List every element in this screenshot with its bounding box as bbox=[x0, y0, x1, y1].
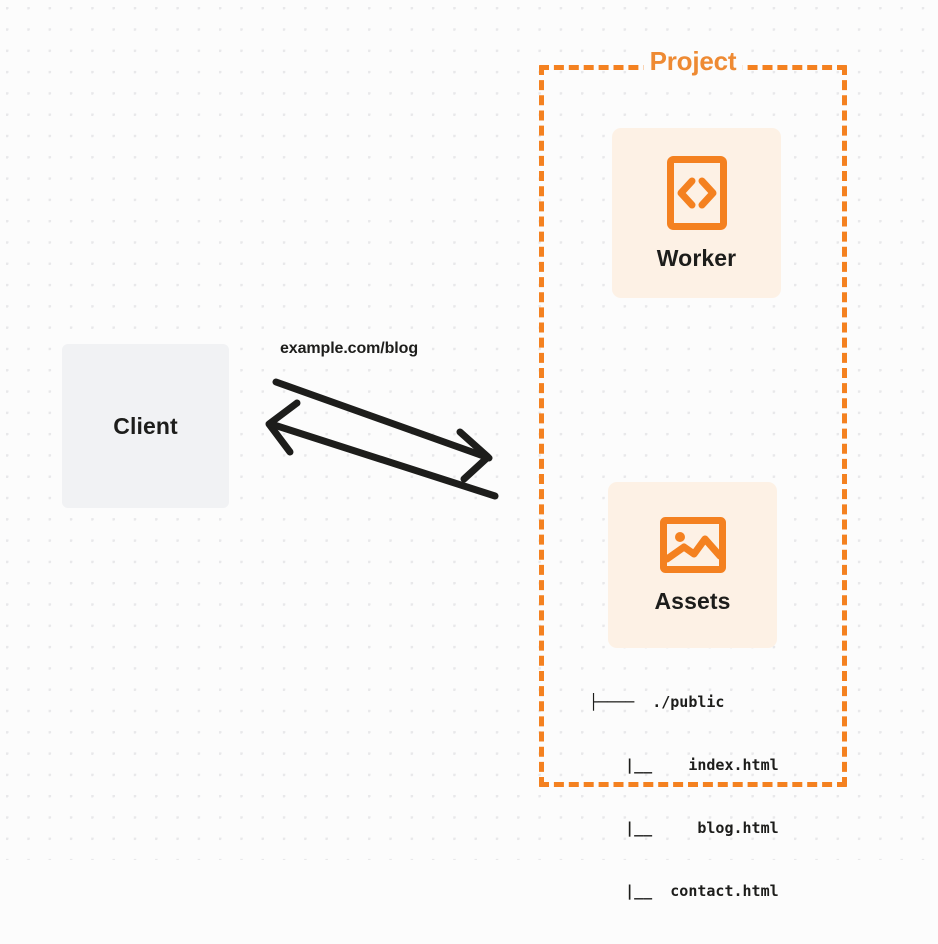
file-tree-line: ├──── ./public bbox=[589, 693, 725, 711]
arrow-request bbox=[267, 420, 499, 500]
arrow-response bbox=[265, 378, 493, 462]
node-client[interactable]: Client bbox=[62, 344, 229, 508]
node-worker-label: Worker bbox=[656, 244, 737, 271]
image-icon bbox=[659, 516, 726, 573]
file-tree-line: |__ contact.html bbox=[589, 882, 779, 900]
group-project: Project bbox=[539, 46, 847, 787]
assets-file-tree: ├──── ./public |__ index.html |__ blog.h… bbox=[589, 650, 779, 944]
diagram-canvas: Client example.com/blog Project Worker bbox=[0, 0, 938, 900]
file-tree-line: |__ blog.html bbox=[589, 819, 779, 837]
node-assets[interactable]: Assets bbox=[608, 482, 777, 648]
node-worker[interactable]: Worker bbox=[612, 128, 781, 298]
file-tree-line: |__ index.html bbox=[589, 756, 779, 774]
group-project-title: Project bbox=[643, 46, 743, 77]
node-assets-label: Assets bbox=[654, 587, 731, 614]
node-client-label: Client bbox=[113, 412, 178, 439]
edge-label-request: example.com/blog bbox=[280, 340, 418, 357]
code-file-icon bbox=[666, 155, 727, 230]
